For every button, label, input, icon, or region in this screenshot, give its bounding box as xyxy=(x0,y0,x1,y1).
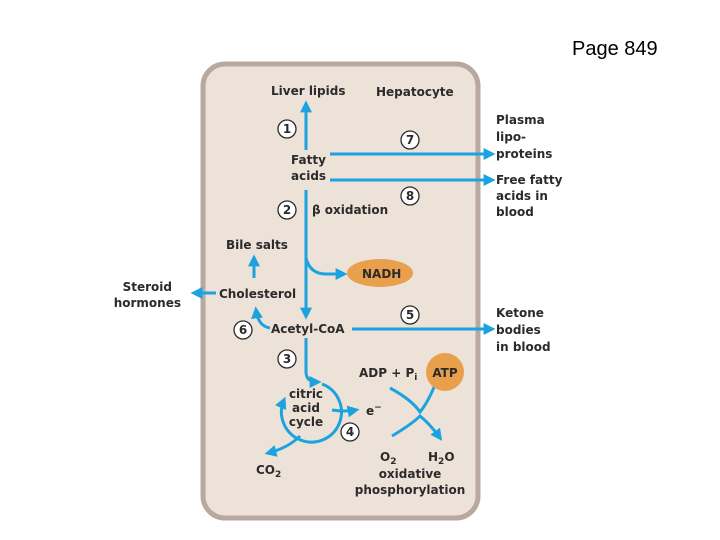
h2o-label: H2O xyxy=(428,450,455,467)
acetyl-coa-label: Acetyl-CoA xyxy=(271,322,345,336)
svg-text:5: 5 xyxy=(406,308,414,322)
bodies-label: bodies xyxy=(496,323,541,337)
co2-label: CO2 xyxy=(256,463,281,480)
cycle-label: cycle xyxy=(289,415,323,429)
step-7: 7 xyxy=(400,130,420,150)
step-6: 6 xyxy=(233,320,253,340)
arrow-o2-to-h2o xyxy=(391,413,443,441)
step-2: 2 xyxy=(277,200,297,220)
citric-cycle-ring xyxy=(275,382,343,444)
steroid-label: Steroid xyxy=(123,280,172,294)
arrow-acetyl-to-cycle xyxy=(304,338,322,388)
atp-oval xyxy=(426,353,464,391)
svg-text:1: 1 xyxy=(283,122,291,136)
phosphorylation-label: phosphorylation xyxy=(355,483,465,497)
nadh-oval xyxy=(347,259,413,287)
liver-lipids-label: Liver lipids xyxy=(271,84,345,98)
citric-label: citric xyxy=(289,387,323,401)
ketone-label: Ketone xyxy=(496,306,544,320)
cell-boundary xyxy=(200,61,481,521)
page-number: Page 849 xyxy=(572,38,658,60)
hepatocyte-label: Hepatocyte xyxy=(376,85,454,99)
arrow-acetyl-to-cholesterol xyxy=(251,306,271,330)
bile-salts-label: Bile salts xyxy=(226,238,288,252)
free-fatty-label: Free fatty xyxy=(496,173,563,187)
fatty-acids-label-2: acids xyxy=(291,169,326,183)
oxidative-label: oxidative xyxy=(379,467,442,481)
step-1: 1 xyxy=(277,119,297,139)
step-3: 3 xyxy=(277,349,297,369)
arrow-cycle-to-electron xyxy=(331,405,360,418)
svg-text:4: 4 xyxy=(346,425,354,439)
svg-text:3: 3 xyxy=(283,352,291,366)
step-5: 5 xyxy=(400,305,420,325)
arrow-to-nadh xyxy=(304,257,348,280)
nadh-label: NADH xyxy=(362,267,401,281)
fatty-acids-label-1: Fatty xyxy=(291,153,326,167)
plasma-label: Plasma xyxy=(496,113,545,127)
hormones-label: hormones xyxy=(114,296,181,310)
adp-pi-label: ADP + Pi xyxy=(359,366,417,383)
acids-in-label: acids in xyxy=(496,189,548,203)
o2-label: O2 xyxy=(380,450,396,467)
proteins-label: proteins xyxy=(496,147,552,161)
svg-text:2: 2 xyxy=(283,203,291,217)
svg-text:8: 8 xyxy=(406,189,414,203)
step-8: 8 xyxy=(400,186,420,206)
acid-label: acid xyxy=(292,401,320,415)
beta-oxidation-label: β oxidation xyxy=(312,203,388,217)
in-blood-label: in blood xyxy=(496,340,551,354)
electron-label: e− xyxy=(366,403,382,418)
step-4: 4 xyxy=(340,422,360,442)
arrow-cycle-to-co2 xyxy=(264,434,302,457)
blood-label: blood xyxy=(496,205,534,219)
svg-text:7: 7 xyxy=(406,133,414,147)
lipo-label: lipo- xyxy=(496,130,526,144)
cholesterol-label: Cholesterol xyxy=(219,287,296,301)
svg-text:6: 6 xyxy=(239,323,247,337)
atp-label: ATP xyxy=(432,366,458,380)
